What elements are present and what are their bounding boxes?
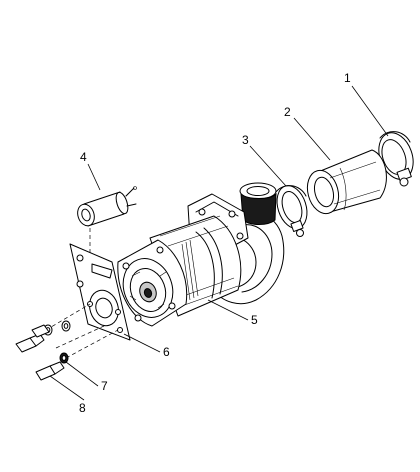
part-4-capacitor [77, 186, 137, 227]
callout-5: 5 [251, 313, 258, 327]
callout-1: 1 [344, 71, 351, 85]
screw-alignment-line-3 [65, 329, 119, 359]
part-8-screws [15, 324, 65, 381]
callout-labels: 1 2 3 4 5 6 7 8 [79, 71, 351, 415]
screw-alignment-line-1 [45, 303, 91, 331]
leader-lines [49, 85, 389, 401]
callout-6: 6 [163, 345, 170, 359]
callout-8: 8 [79, 401, 86, 415]
part-5-pump-motor [117, 182, 285, 327]
part-2-hose-sleeve [306, 149, 387, 215]
part-7-washers [43, 320, 71, 364]
callout-3: 3 [242, 133, 249, 147]
screw-alignment-line-2 [55, 325, 105, 349]
callout-7: 7 [101, 379, 108, 393]
part-3-hose-clamp [275, 185, 308, 237]
part-1-hose-clamp [378, 131, 414, 187]
callout-4: 4 [80, 150, 87, 164]
callout-2: 2 [284, 105, 291, 119]
part-6-mounting-plate [69, 243, 131, 341]
